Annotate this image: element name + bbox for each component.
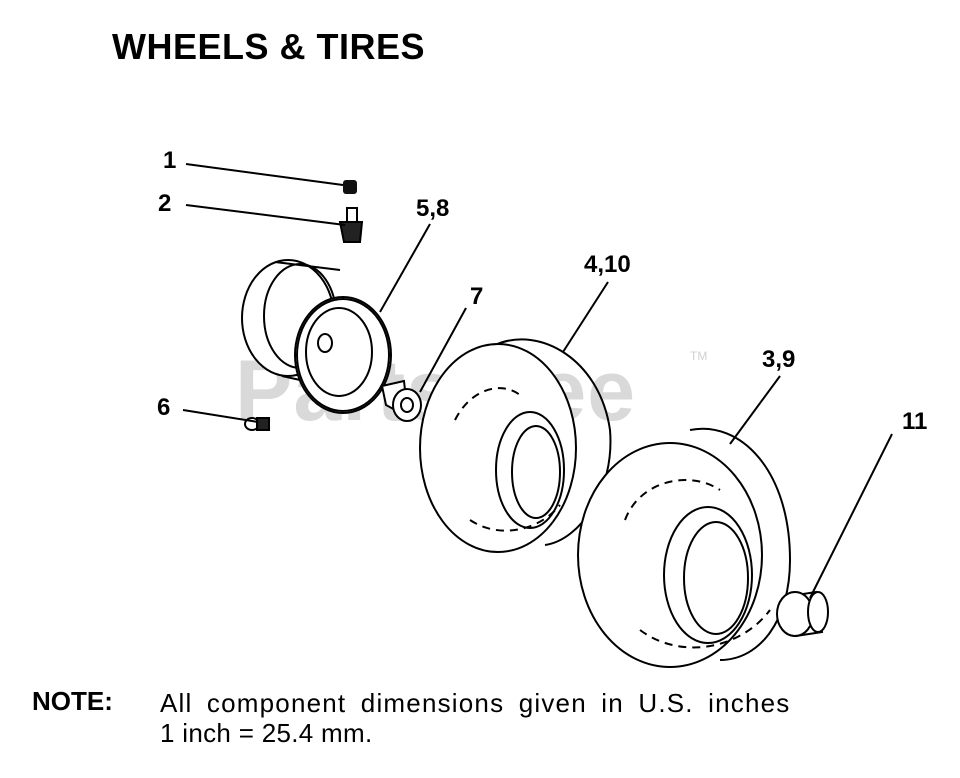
callout-1: 1 <box>163 147 176 174</box>
callout-11: 11 <box>902 408 927 435</box>
note-line-1: All component dimensions given in U.S. i… <box>160 688 791 718</box>
watermark-tm: TM <box>690 349 707 363</box>
leader-lines <box>182 163 893 599</box>
callout-5-8: 5,8 <box>416 195 449 222</box>
note-line-2: 1 inch = 25.4 mm. <box>160 718 373 748</box>
callout-2: 2 <box>158 190 171 217</box>
bushing-part[interactable] <box>380 379 422 422</box>
valve-cap-part[interactable] <box>343 180 357 194</box>
note-text: All component dimensions given in U.S. i… <box>160 688 791 748</box>
hub-cap-part[interactable] <box>776 590 829 638</box>
callout-7: 7 <box>470 283 483 310</box>
callout-3-9: 3,9 <box>762 346 795 373</box>
callout-6: 6 <box>157 394 170 421</box>
wheel-rim-part[interactable] <box>241 259 392 414</box>
rear-tire-part[interactable] <box>577 427 792 668</box>
callout-4-10: 4,10 <box>584 251 631 278</box>
valve-stem-part[interactable] <box>338 207 364 243</box>
note-label: NOTE: <box>32 686 113 716</box>
page-title: WHEELS & TIRES <box>112 26 426 67</box>
front-tire-part[interactable] <box>419 338 612 553</box>
